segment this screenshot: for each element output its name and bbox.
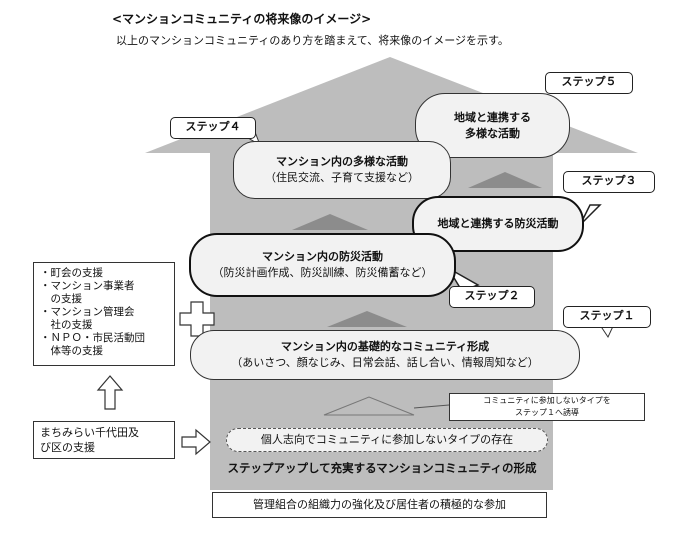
city-support-box: まちみらい千代田及 び区の支援 xyxy=(33,421,175,459)
support-item: ・マンション事業者 xyxy=(40,280,135,292)
support-item: の支援 xyxy=(40,293,82,305)
up-arrow-icon xyxy=(96,375,124,410)
oval-step2: マンション内の防災活動 （防災計画作成、防災訓練、防災備蓄など） xyxy=(189,233,456,297)
support-item: 体等の支援 xyxy=(40,345,103,357)
guidance-note-box: コミュニティに参加しないタイプを ステップ１へ誘導 xyxy=(449,393,645,421)
oval-step2-line2: （防災計画作成、防災訓練、防災備蓄など） xyxy=(212,266,433,279)
oval-step1: マンション内の基礎的なコミュニティ形成 （あいさつ、顔なじみ、日常会話、話し合い… xyxy=(190,330,580,380)
diagram-heading: <マンションコミュニティの将来像のイメージ> xyxy=(112,12,372,26)
support-item: ・ＮＰＯ・市民活動団 xyxy=(40,332,145,344)
guidance-note-line: コミュニティに参加しないタイプを xyxy=(483,396,611,405)
guidance-note-line: ステップ１へ誘導 xyxy=(515,408,579,417)
stepup-caption: ステップアップして充実するマンションコミュニティの形成 xyxy=(227,461,537,475)
support-item: ・マンション管理会 xyxy=(40,306,135,318)
oval-step1-line2: （あいさつ、顔なじみ、日常会話、話し合い、情報周知など） xyxy=(231,356,539,369)
oval-step4-line2: （住民交流、子育て支援など） xyxy=(265,171,419,184)
foundation-box: 管理組合の組織力の強化及び居住者の積極的な参加 xyxy=(212,492,547,518)
step3-label: ステップ３ xyxy=(563,171,655,193)
triangle-outline xyxy=(323,396,415,416)
oval-step4-line1: マンション内の多様な活動 xyxy=(276,155,408,168)
right-arrow-icon xyxy=(181,428,211,456)
diagram-subheading: 以上のマンションコミュニティのあり方を踏まえて、将来像のイメージを示す。 xyxy=(116,34,509,47)
oval-step2-line1: マンション内の防災活動 xyxy=(262,250,383,263)
oval-step5-line2: 多様な活動 xyxy=(465,126,520,140)
step2-label: ステップ２ xyxy=(449,286,535,308)
oval-step3-line1: 地域と連携する防災活動 xyxy=(437,217,559,230)
city-support-line: まちみらい千代田及 xyxy=(40,426,139,439)
triangle-1 xyxy=(327,311,407,327)
individualist-type-box: 個人志向でコミュニティに参加しないタイプの存在 xyxy=(226,428,548,452)
oval-step1-line1: マンション内の基礎的なコミュニティ形成 xyxy=(280,340,490,353)
support-item: ・町会の支援 xyxy=(40,267,103,279)
support-item: 社の支援 xyxy=(40,319,93,331)
oval-step4: マンション内の多様な活動 （住民交流、子育て支援など） xyxy=(233,141,451,199)
step4-label: ステップ４ xyxy=(170,117,256,139)
step5-label: ステップ５ xyxy=(545,72,633,94)
triangle-2 xyxy=(292,214,368,230)
triangle-3 xyxy=(468,172,542,188)
step1-label: ステップ１ xyxy=(563,306,651,328)
support-list-box: ・町会の支援 ・マンション事業者 の支援 ・マンション管理会 社の支援 ・ＮＰＯ… xyxy=(33,262,175,366)
city-support-line: び区の支援 xyxy=(40,441,95,454)
oval-step5-line1: 地域と連携する xyxy=(454,110,531,124)
